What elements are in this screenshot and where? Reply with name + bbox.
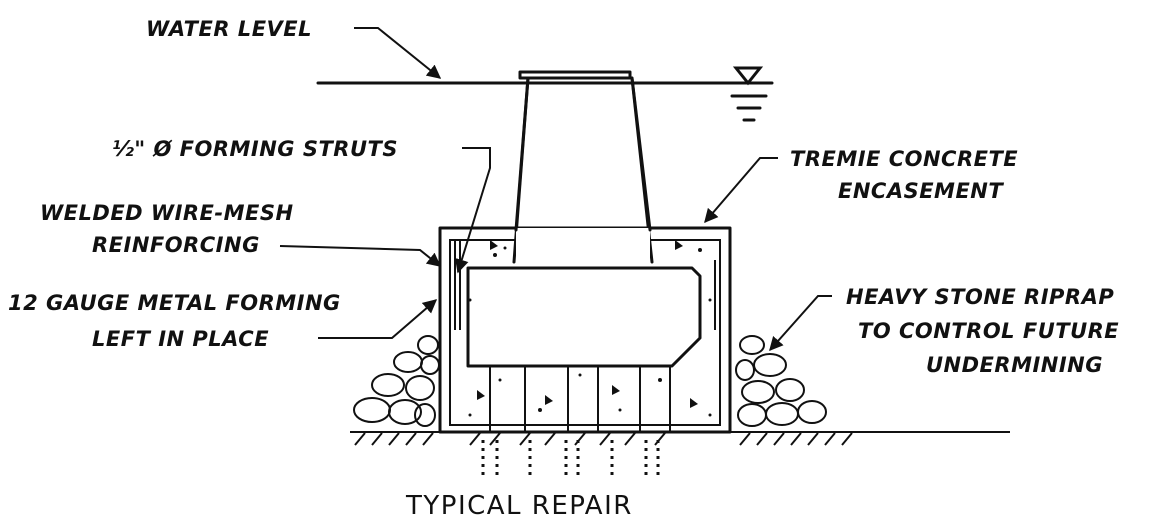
label-mesh-2: REINFORCING bbox=[92, 233, 260, 257]
forming-struts bbox=[454, 240, 716, 330]
label-riprap-3: UNDERMINING bbox=[926, 353, 1103, 377]
label-water-level: WATER LEVEL bbox=[146, 17, 312, 41]
pier-column bbox=[512, 70, 654, 268]
piles bbox=[489, 365, 671, 432]
label-metal-1: 12 GAUGE METAL FORMING bbox=[8, 291, 341, 315]
riprap-left bbox=[353, 335, 440, 427]
label-metal-2: LEFT IN PLACE bbox=[92, 327, 269, 351]
label-tremie-1: TREMIE CONCRETE bbox=[790, 147, 1018, 171]
ground-hatching bbox=[350, 431, 1010, 446]
label-tremie-2: ENCASEMENT bbox=[838, 179, 1004, 203]
concrete-texture bbox=[468, 240, 712, 417]
leader-lines bbox=[279, 27, 832, 352]
pile-extensions bbox=[481, 440, 660, 478]
label-mesh-1: WELDED WIRE-MESH bbox=[40, 201, 294, 225]
label-riprap-2: TO CONTROL FUTURE bbox=[858, 319, 1119, 343]
pile-cap bbox=[466, 266, 702, 368]
diagram-title: TYPICAL REPAIR bbox=[405, 491, 633, 521]
label-riprap-1: HEAVY STONE RIPRAP bbox=[846, 285, 1114, 309]
riprap-right bbox=[735, 335, 827, 427]
label-forming-struts: ½" Ø FORMING STRUTS bbox=[112, 137, 398, 161]
water-level-symbol bbox=[732, 66, 764, 86]
water-surface bbox=[316, 66, 774, 122]
